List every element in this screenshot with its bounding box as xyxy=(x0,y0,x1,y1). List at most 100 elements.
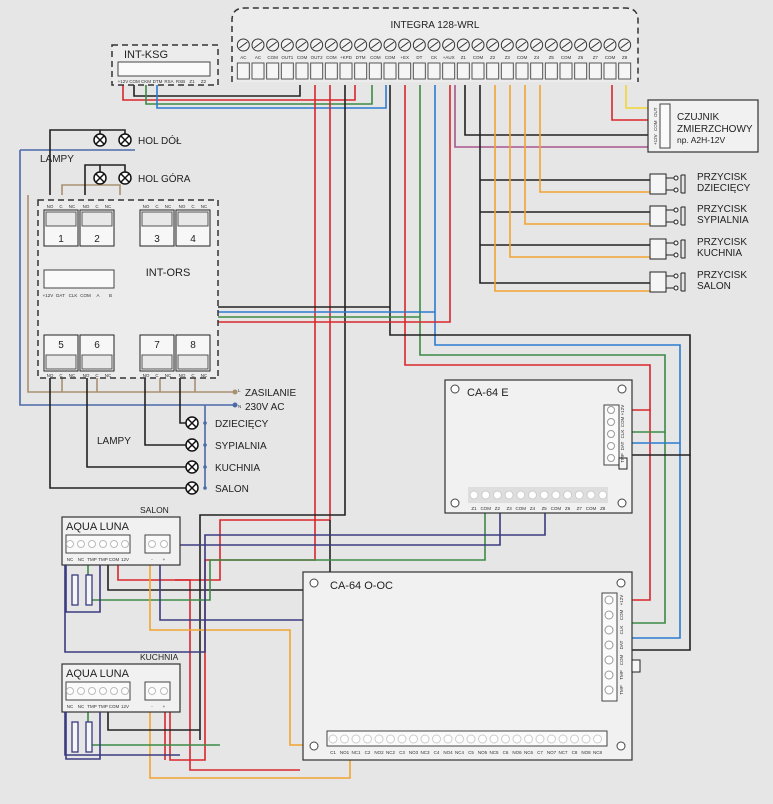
lamp-label: HOL DÓŁ xyxy=(138,134,182,147)
probe-icon xyxy=(71,721,79,753)
integra-terminal[interactable]: DT xyxy=(412,38,426,80)
relay-contact-label: NC xyxy=(69,373,76,378)
int-ors-bus-label: A xyxy=(96,293,99,298)
integra-terminal-label: +AUX xyxy=(443,55,455,60)
probe-icon xyxy=(85,574,93,606)
aqua-terminal-label: NC xyxy=(78,557,85,562)
relay-contact-label: NO xyxy=(47,204,54,209)
aqua-terminal-label: NC xyxy=(78,704,85,709)
wire-buttons-com xyxy=(479,85,650,284)
integra-terminal[interactable]: DTM xyxy=(354,38,368,80)
integra-terminal[interactable]: Z4 xyxy=(530,38,544,80)
terminal-screw xyxy=(469,490,479,500)
integra-terminal-label: Z5 xyxy=(549,55,555,60)
integra-terminal-label: AC xyxy=(255,55,262,60)
integra-terminal[interactable]: +KPD xyxy=(339,38,353,80)
integra-terminal[interactable]: AC xyxy=(236,38,250,80)
integra-terminal[interactable]: OUT2 xyxy=(310,38,324,80)
int-ksg-terminal-label: CKM xyxy=(141,79,151,84)
aqua-supply-label: + xyxy=(163,704,166,709)
ca64ooc-side-label: DAT xyxy=(619,640,624,649)
aqua-supply-label: + xyxy=(163,557,166,562)
terminal-screw xyxy=(397,734,407,744)
integra-terminal[interactable]: Z5 xyxy=(544,38,558,80)
integra-terminal[interactable]: OUT1 xyxy=(280,38,294,80)
integra-terminal[interactable]: COM xyxy=(266,38,280,80)
integra-terminal[interactable]: Z8 xyxy=(618,38,632,80)
wire-mains-n xyxy=(19,150,235,406)
terminal-screw xyxy=(586,490,596,500)
integra-terminal[interactable]: COM xyxy=(295,38,309,80)
int-ors-bus-label: B xyxy=(109,293,112,298)
integra-terminal-label: Z3 xyxy=(505,55,511,60)
terminal-screw xyxy=(363,734,372,744)
integra-terminal-label: DTM xyxy=(356,55,366,60)
sensor-terminal-label: COM xyxy=(653,120,658,131)
int-ors-bus-label: +12V xyxy=(43,293,54,298)
integra-terminal[interactable]: COM xyxy=(603,38,617,80)
integra-terminal[interactable]: Z2 xyxy=(486,38,500,80)
terminal-screw xyxy=(598,490,608,500)
aqua-terminal-label: NC xyxy=(67,704,74,709)
ca64ooc-bottom-label: NC2 xyxy=(386,750,395,755)
integra-terminal-label: Z2 xyxy=(490,55,496,60)
lamp-hol-gora: HOL GÓRA xyxy=(93,171,191,185)
wire-sensor-12v xyxy=(611,85,650,121)
integra-terminal[interactable]: COM xyxy=(324,38,338,80)
terminal-screw xyxy=(409,734,418,744)
terminal-screw xyxy=(512,734,522,744)
ca64ooc-bottom-label: NO1 xyxy=(340,750,350,755)
ca64e-bottom-label: COM xyxy=(551,506,562,511)
push-buttons: PRZYCISK DZIECIĘCY PRZYCISK SYPIALNIA PRZYCI… xyxy=(649,172,751,293)
int-ors-bus-terminal-block xyxy=(43,269,115,289)
integra-terminal[interactable]: +AUX xyxy=(442,38,456,80)
relay-contact-label: NC xyxy=(105,204,112,209)
button-label-2: SYPIALNIA xyxy=(697,215,749,226)
integra-terminal[interactable]: Z7 xyxy=(588,38,602,80)
relay-contact-label: C xyxy=(191,373,195,378)
integra-terminal[interactable]: AC xyxy=(251,38,265,80)
integra-terminal[interactable]: Z3 xyxy=(500,38,514,80)
wire-ksg-ckm xyxy=(145,85,373,105)
aqua-room-label: SALON xyxy=(140,505,169,515)
integra-terminal[interactable]: +EX xyxy=(398,38,412,80)
integra-terminal[interactable]: Z1 xyxy=(456,38,470,80)
terminal-screw xyxy=(351,734,361,744)
ca64e-side-label: TMP xyxy=(620,453,625,463)
ca64ooc-bottom-label: NC1 xyxy=(351,750,360,755)
room-lamp-label: SYPIALNIA xyxy=(215,441,267,452)
integra-terminal[interactable]: CK xyxy=(427,38,441,80)
ca64ooc-bottom-label: NC7 xyxy=(558,750,567,755)
integra-terminal[interactable]: Z6 xyxy=(574,38,588,80)
integra-terminal[interactable]: COM xyxy=(559,38,573,80)
aqua-terminal-label: COM xyxy=(109,557,120,562)
terminal-screw xyxy=(478,734,487,744)
integra-terminal-label: Z1 xyxy=(461,55,467,60)
button-label-1: PRZYCISK xyxy=(697,270,747,281)
button-label-1: PRZYCISK xyxy=(697,237,747,248)
neutral-mark: N xyxy=(238,404,241,409)
button-icon xyxy=(680,239,686,259)
ca64ooc-bottom-label: C7 xyxy=(537,750,543,755)
integra-terminal[interactable]: COM xyxy=(515,38,529,80)
ca64e-side-label: +12V xyxy=(620,405,625,416)
ca64ooc-bottom-label: C3 xyxy=(399,750,405,755)
room-lamps-label: LAMPY xyxy=(97,436,131,447)
integra-terminal[interactable]: COM xyxy=(368,38,382,80)
wire-button-1 xyxy=(539,85,650,193)
ca64ooc-bottom-label: NC6 xyxy=(524,750,533,755)
ca64ooc-bottom-label: C6 xyxy=(503,750,509,755)
ca64ooc-bottom-label: NO4 xyxy=(443,750,453,755)
integra-terminal[interactable]: COM xyxy=(383,38,397,80)
integra-terminal[interactable]: COM xyxy=(471,38,485,80)
aqua-terminal-label: NC xyxy=(67,557,74,562)
integra-terminal-label: COM xyxy=(267,55,278,60)
button-label-2: DZIECIĘCY xyxy=(697,183,751,194)
terminal-screw xyxy=(432,734,441,744)
